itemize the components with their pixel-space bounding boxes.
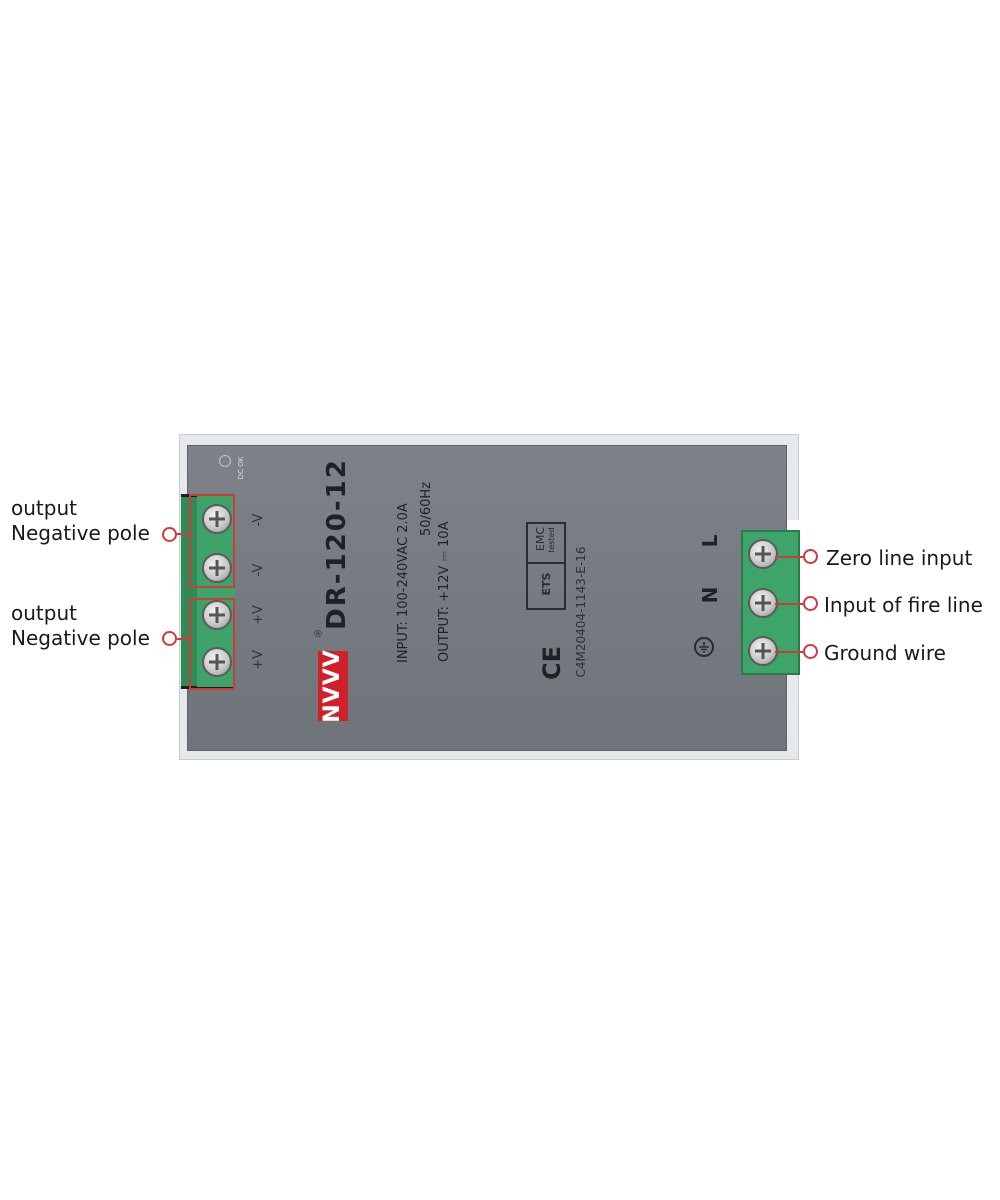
emc-divider bbox=[526, 562, 566, 564]
certification-code: C4M20404-1143-E-16 bbox=[574, 546, 588, 678]
ground-symbol-icon bbox=[694, 637, 714, 657]
emc-certification-mark bbox=[526, 522, 566, 610]
callout-lines-left bbox=[177, 533, 192, 640]
callout-output-top: output bbox=[11, 496, 77, 520]
screw-icon bbox=[748, 588, 778, 618]
screw-icon bbox=[202, 600, 232, 630]
callout-marker bbox=[162, 631, 177, 646]
callout-lines-right bbox=[775, 556, 803, 653]
front-panel bbox=[187, 445, 787, 751]
emc-sub-label: tested bbox=[547, 527, 556, 553]
callout-marker bbox=[803, 596, 818, 611]
callout-negative-pole-bottom: Negative pole bbox=[11, 626, 150, 650]
callout-fire-line-input: Input of fire line bbox=[824, 593, 983, 617]
input-frequency: 50/60Hz bbox=[419, 481, 434, 537]
model-number: DR-120-12 bbox=[322, 458, 352, 630]
dc-ok-led-icon bbox=[219, 455, 231, 467]
callout-ground-wire: Ground wire bbox=[824, 641, 946, 665]
callout-marker bbox=[162, 527, 177, 542]
screw-icon bbox=[748, 539, 778, 569]
brand-badge bbox=[318, 651, 348, 721]
output-spec: OUTPUT: +12V ⎓ 10A bbox=[437, 521, 452, 662]
terminal-label: -V bbox=[251, 563, 266, 577]
screw-icon bbox=[202, 504, 232, 534]
callout-output-bottom: output bbox=[11, 601, 77, 625]
ets-label: ETS bbox=[540, 572, 553, 596]
callout-marker bbox=[803, 644, 818, 659]
terminal-label: +V bbox=[251, 650, 266, 670]
callout-zero-line-input: Zero line input bbox=[826, 546, 973, 570]
ce-mark: CE bbox=[538, 646, 566, 681]
callout-negative-pole-top: Negative pole bbox=[11, 521, 150, 545]
input-spec: INPUT: 100-240VAC 2.0A bbox=[396, 503, 411, 663]
highlight-box-bottom bbox=[189, 598, 235, 690]
callout-marker bbox=[803, 549, 818, 564]
highlight-box-top bbox=[189, 494, 235, 588]
brand-name: NVVV bbox=[320, 649, 345, 723]
screw-icon bbox=[202, 647, 232, 677]
terminal-label: +V bbox=[251, 605, 266, 625]
terminal-label-l: L bbox=[698, 534, 722, 548]
dc-ok-label: DC OK bbox=[237, 456, 245, 480]
screw-icon bbox=[202, 553, 232, 583]
registered-mark: ® bbox=[313, 629, 323, 640]
terminal-label-n: N bbox=[698, 586, 722, 604]
terminal-label: -V bbox=[251, 513, 266, 527]
screw-icon bbox=[748, 636, 778, 666]
